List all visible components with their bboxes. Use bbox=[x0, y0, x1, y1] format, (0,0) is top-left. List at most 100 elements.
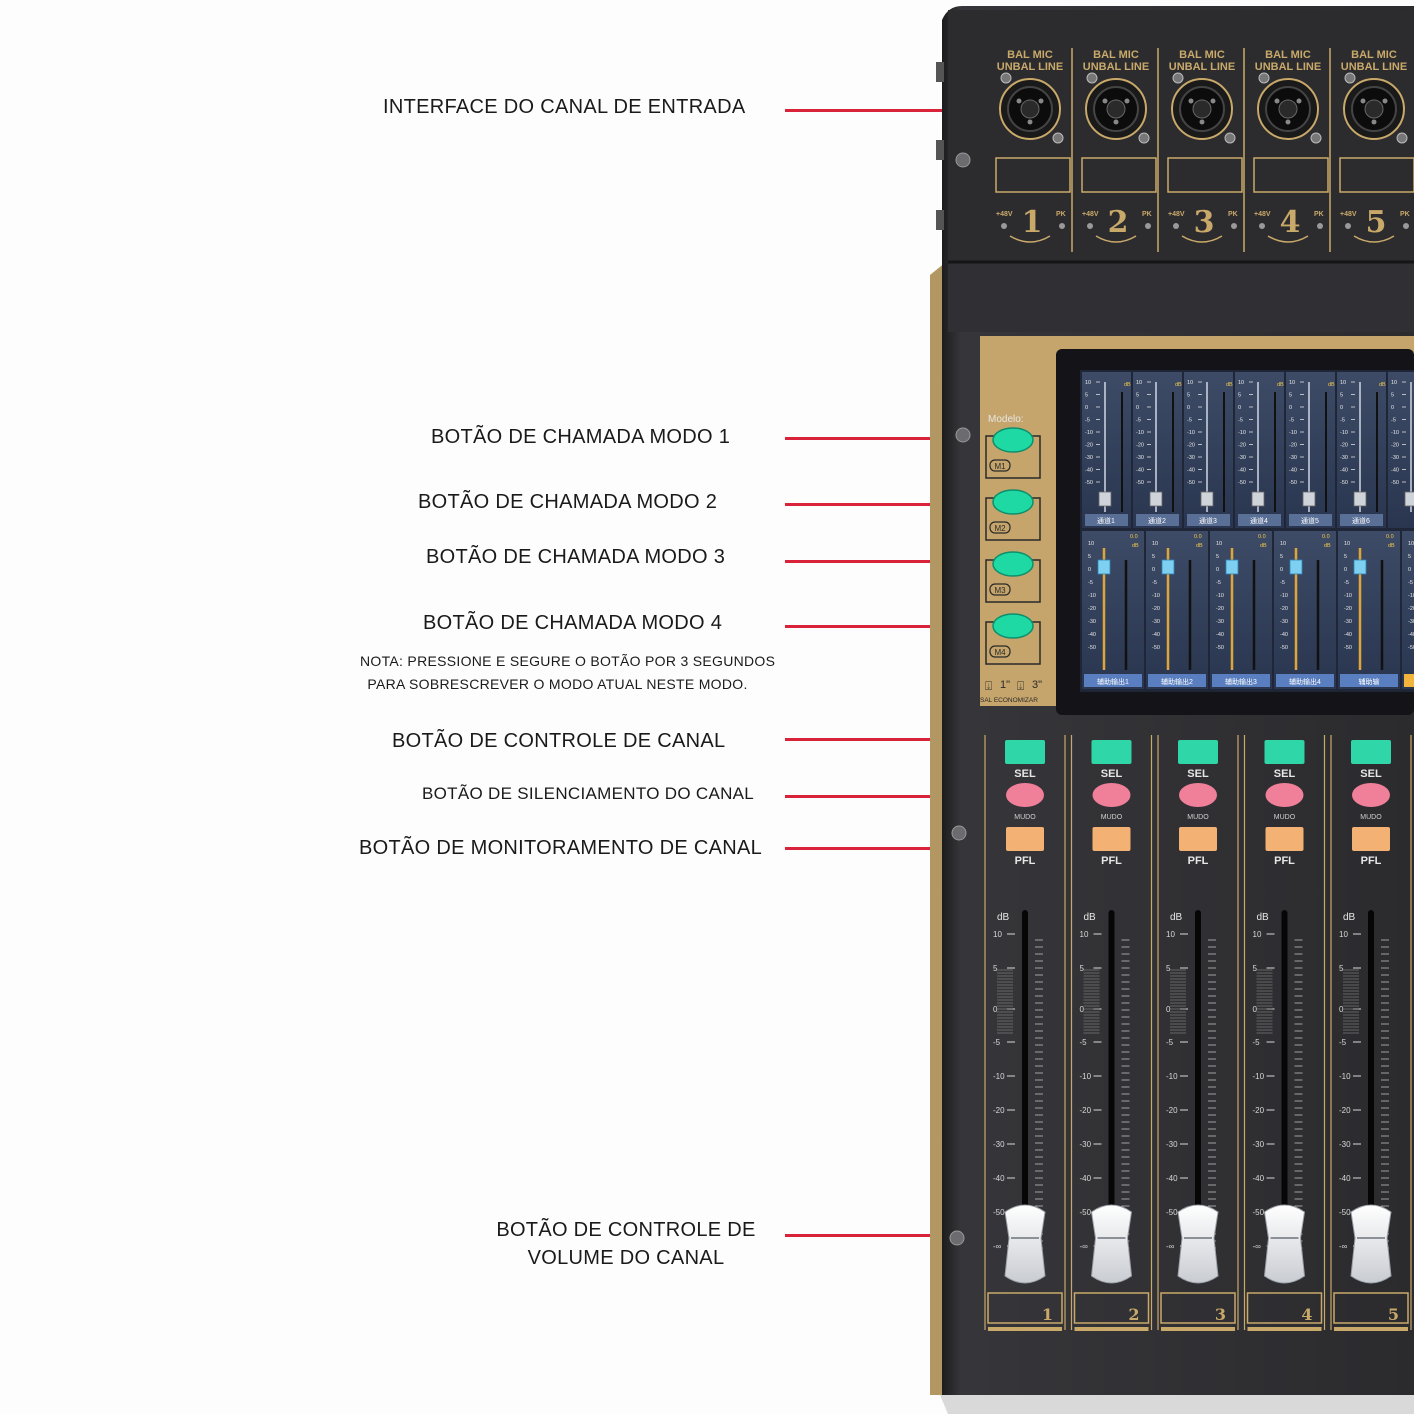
screen-top-tab[interactable]: 通道3 bbox=[1199, 516, 1217, 525]
mode-button-m2[interactable]: M2 bbox=[985, 489, 1041, 541]
fader-scale-tick: 5 bbox=[1253, 964, 1258, 973]
pfl-button[interactable] bbox=[1092, 827, 1131, 851]
svg-text:0: 0 bbox=[1136, 405, 1139, 411]
screen-top-tab[interactable]: 通道6 bbox=[1352, 516, 1370, 525]
volume-fader-knob[interactable] bbox=[1177, 1204, 1219, 1284]
sel-button[interactable] bbox=[1005, 740, 1045, 764]
mute-button[interactable] bbox=[1006, 783, 1044, 807]
fader-scale-tick: -10 bbox=[993, 1072, 1005, 1081]
peak-label: PK bbox=[1228, 211, 1238, 218]
screen-top-tab[interactable]: 通道4 bbox=[1250, 516, 1268, 525]
screen-top-tab[interactable]: 通道1 bbox=[1097, 516, 1115, 525]
svg-text:5: 5 bbox=[1085, 393, 1088, 399]
mute-button[interactable] bbox=[1352, 783, 1390, 807]
label-mode2: BOTÃO DE CHAMADA MODO 2 bbox=[418, 491, 718, 513]
pfl-button[interactable] bbox=[1265, 827, 1304, 851]
svg-text:-40: -40 bbox=[1238, 468, 1246, 474]
sel-button[interactable] bbox=[1178, 740, 1218, 764]
fader-scale-tick: 10 bbox=[1080, 930, 1089, 939]
pfl-button[interactable] bbox=[1352, 827, 1390, 851]
leader-channel-mute bbox=[785, 795, 1017, 798]
svg-text:0.0: 0.0 bbox=[1322, 534, 1330, 540]
mute-label: MUDO bbox=[1014, 814, 1036, 821]
label-volume: BOTÃO DE CONTROLE DE VOLUME DO CANAL bbox=[496, 1216, 756, 1272]
input-label-2: UNBAL LINE bbox=[1169, 61, 1235, 73]
channel-number: 3 bbox=[1215, 1305, 1226, 1324]
pfl-button[interactable] bbox=[1179, 827, 1217, 851]
svg-text:-20: -20 bbox=[1289, 443, 1297, 449]
touch-screen[interactable]: 1050-5-10-20-30-40-50dB通道11050-5-10-20-3… bbox=[1082, 372, 1414, 689]
volume-fader-knob[interactable] bbox=[1090, 1204, 1133, 1284]
svg-text:-40: -40 bbox=[1344, 632, 1352, 638]
svg-text:10: 10 bbox=[1408, 541, 1414, 547]
phantom-label: +48V bbox=[1340, 211, 1357, 218]
mute-button[interactable] bbox=[1092, 783, 1131, 807]
phantom-led bbox=[1345, 223, 1351, 229]
volume-fader-knob[interactable] bbox=[1350, 1204, 1392, 1284]
screen-bottom-tab[interactable]: 辅助输 bbox=[1359, 677, 1380, 686]
volume-fader-knob[interactable] bbox=[1004, 1204, 1046, 1284]
sel-label: SEL bbox=[1187, 768, 1209, 780]
peak-led bbox=[1145, 223, 1151, 229]
phantom-label: +48V bbox=[1254, 211, 1271, 218]
leader-mode1 bbox=[785, 437, 1010, 440]
fader-scale-tick: -10 bbox=[1166, 1072, 1178, 1081]
svg-text:⍗: ⍗ bbox=[985, 679, 992, 693]
svg-text:0.0: 0.0 bbox=[1386, 534, 1394, 540]
screen-bottom-tab[interactable]: 辅助输出2 bbox=[1161, 677, 1193, 686]
screw-icon bbox=[1224, 132, 1236, 144]
sel-label: SEL bbox=[1360, 768, 1382, 780]
fader-scale-tick: 5 bbox=[1339, 964, 1344, 973]
sel-button[interactable] bbox=[1351, 740, 1391, 764]
mode-button-m1[interactable]: M1 bbox=[985, 427, 1041, 479]
channel-number-box bbox=[987, 1292, 1063, 1324]
mode-label: M2 bbox=[994, 524, 1006, 533]
screen-bottom-tab[interactable]: 辅助输出3 bbox=[1225, 677, 1257, 686]
svg-text:-50: -50 bbox=[1136, 480, 1144, 486]
fader-scale-tick: 0 bbox=[993, 1005, 998, 1014]
mute-label: MUDO bbox=[1101, 814, 1123, 821]
svg-text:5: 5 bbox=[1340, 393, 1343, 399]
input-label-2: UNBAL LINE bbox=[1083, 61, 1149, 73]
screen-top-tab[interactable]: 通道2 bbox=[1148, 516, 1166, 525]
svg-text:10: 10 bbox=[1187, 380, 1193, 386]
channel-number: 4 bbox=[1301, 1305, 1312, 1324]
mode-button-m3[interactable]: M3 bbox=[985, 551, 1041, 603]
svg-text:0: 0 bbox=[1289, 405, 1292, 411]
input-channel-number: 5 bbox=[1366, 205, 1387, 240]
svg-text:5: 5 bbox=[1238, 393, 1241, 399]
fader-scale-tick: -50 bbox=[1166, 1208, 1178, 1217]
pfl-button[interactable] bbox=[1006, 827, 1044, 851]
svg-text:10: 10 bbox=[1136, 380, 1142, 386]
screen-bottom-tab[interactable]: 辅助输出1 bbox=[1097, 677, 1129, 686]
svg-text:-30: -30 bbox=[1289, 455, 1297, 461]
screen-bottom-tab[interactable]: 辅助输出4 bbox=[1289, 677, 1321, 686]
screen-top-tab[interactable]: 通道5 bbox=[1301, 516, 1319, 525]
mute-button[interactable] bbox=[1179, 783, 1217, 807]
svg-text:5: 5 bbox=[1280, 554, 1283, 560]
input-label-1: BAL MIC bbox=[1007, 49, 1053, 61]
volume-fader-knob[interactable] bbox=[1263, 1204, 1306, 1284]
mode-button-m4[interactable]: M4 bbox=[985, 613, 1041, 665]
mute-button[interactable] bbox=[1265, 783, 1304, 807]
fader-scale-tick: -10 bbox=[1080, 1072, 1092, 1081]
sel-button[interactable] bbox=[1091, 740, 1132, 764]
sel-button[interactable] bbox=[1264, 740, 1305, 764]
